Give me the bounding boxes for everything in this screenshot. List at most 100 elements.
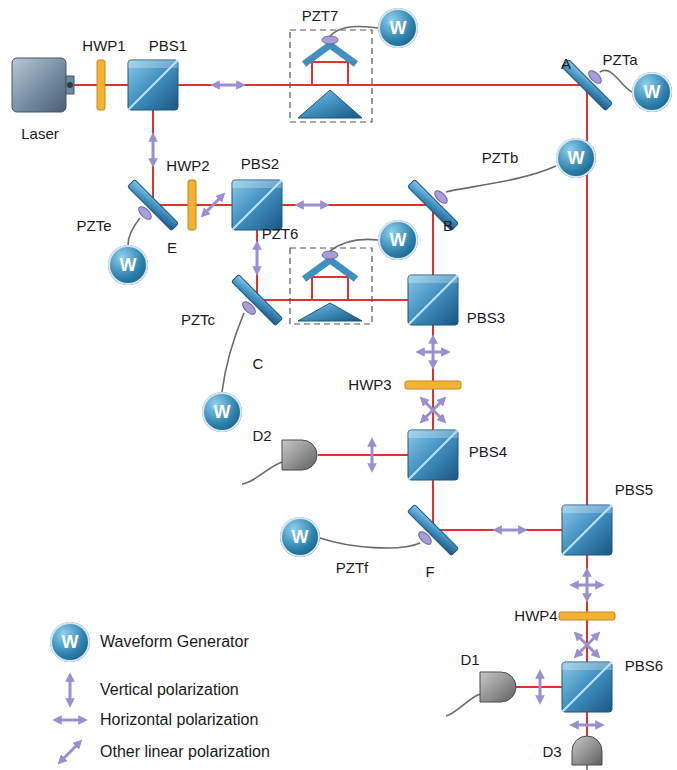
legend-text: Horizontal polarization [100, 711, 258, 729]
signal-cable [320, 538, 420, 548]
component-label: HWP4 [514, 608, 557, 625]
mirror [408, 505, 459, 556]
component-label: PZTf [336, 560, 369, 577]
component-label: D2 [252, 428, 271, 445]
laser-beam [312, 277, 348, 300]
polarization-arrow [299, 205, 325, 206]
legend-sample [57, 677, 83, 761]
component-label: A [561, 56, 571, 73]
generator-symbol: W [390, 231, 407, 249]
component-label: C [253, 356, 264, 373]
polarization-arrow [257, 245, 258, 271]
component-label: PZTa [602, 52, 637, 69]
photodetector [572, 736, 602, 765]
polarizing-beam-splitter [128, 60, 178, 110]
component-label: PBS6 [625, 658, 663, 675]
component-label: PBS1 [149, 38, 187, 55]
laser-source [12, 58, 66, 112]
polarizing-beam-splitter [408, 275, 458, 325]
laser-source [67, 82, 73, 88]
photodetector [282, 440, 602, 765]
laser-source [66, 76, 74, 94]
laser-source [12, 58, 74, 112]
component-label: PBS2 [241, 156, 279, 173]
waveform-generator: W [556, 138, 596, 178]
polarization-arrow [215, 85, 241, 86]
waveform-generator: W [378, 220, 418, 260]
legend-text: Other linear polarization [100, 743, 270, 761]
component-label: HWP2 [166, 158, 209, 175]
generator-symbol: W [292, 528, 309, 546]
laser-beam [74, 85, 587, 505]
laser-beam [318, 454, 408, 456]
delay-line [290, 30, 372, 122]
pzt-actuator [137, 36, 604, 546]
polarization-arrow [574, 725, 600, 726]
photodetector [282, 440, 317, 470]
polarizing-beam-splitter [408, 430, 458, 480]
polarization-arrow [574, 572, 600, 598]
signal-cable [242, 462, 282, 484]
photodetector [480, 672, 516, 702]
mirror [128, 60, 613, 556]
component-label: PZTc [181, 312, 215, 329]
mirror [128, 180, 179, 231]
legend-sample [57, 720, 83, 721]
half-wave-plate [188, 180, 196, 230]
component-label: PBS3 [467, 310, 505, 327]
delay-line [298, 90, 362, 118]
waveform-generator: W [50, 622, 90, 662]
component-label: HWP1 [82, 38, 125, 55]
component-label: PZTe [76, 218, 111, 235]
polarization-arrow [153, 85, 600, 725]
signal-cable [446, 694, 480, 716]
component-label: PBS5 [615, 482, 653, 499]
polarization-arrow [204, 196, 222, 214]
delay-line [290, 248, 372, 324]
generator-symbol: W [644, 83, 661, 101]
laser-beam [282, 205, 433, 275]
legend-sample [61, 743, 79, 761]
component-label: B [443, 218, 453, 235]
polarization-arrow [423, 400, 443, 420]
component-label: E [167, 240, 177, 257]
waveform-generator: W [280, 517, 320, 557]
signal-cable [128, 218, 140, 245]
component-label: PBS4 [469, 444, 507, 461]
polarizing-beam-splitter [562, 662, 612, 712]
waveform-generator: W [632, 72, 672, 112]
delay-line [304, 45, 356, 64]
polarization-arrow [420, 339, 446, 365]
signal-cable [128, 26, 632, 770]
half-wave-plate [97, 60, 105, 110]
signal-cable [222, 313, 244, 392]
generator-symbol: W [568, 149, 585, 167]
legend-text: Vertical polarization [100, 681, 239, 699]
component-label: D1 [460, 652, 479, 669]
signal-cable [330, 239, 378, 251]
delay-line [298, 303, 362, 321]
half-wave-plate [405, 381, 461, 389]
component-label: PZTb [482, 150, 519, 167]
signal-cable [330, 26, 378, 36]
polarization-arrow [497, 530, 523, 531]
delay-line [304, 260, 356, 279]
component-label: HWP3 [348, 377, 391, 394]
laser-beam [433, 480, 562, 530]
delay-line [290, 30, 372, 324]
generator-symbol: W [120, 256, 137, 274]
half-wave-plate [559, 612, 615, 620]
polarization-arrow [577, 635, 597, 655]
polarization-arrow [540, 674, 541, 700]
polarization-arrow [153, 137, 154, 163]
laser-beam [74, 62, 587, 736]
generator-symbol: W [214, 403, 231, 421]
mirror [232, 275, 283, 326]
waveform-generator: W [202, 392, 242, 432]
half-wave-plate [97, 60, 615, 620]
polarizing-beam-splitter [562, 505, 612, 555]
signal-cable [600, 70, 632, 92]
laser-beam [312, 62, 348, 85]
